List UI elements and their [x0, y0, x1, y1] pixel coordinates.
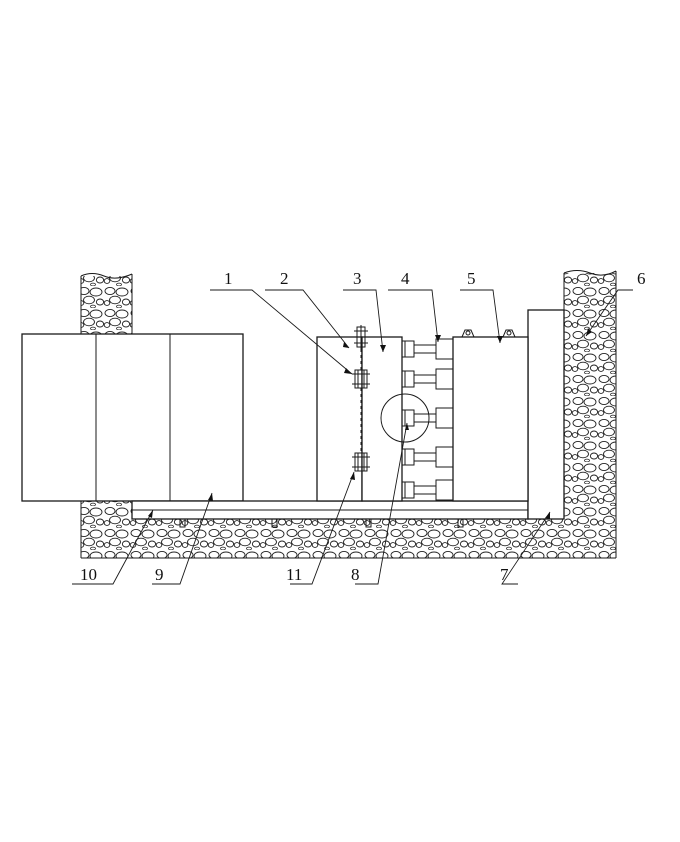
leader-lines	[72, 289, 633, 585]
jack-unit	[401, 446, 454, 468]
soil-left-wall	[80, 273, 133, 334]
jack-unit	[401, 479, 454, 501]
callout-4: 4	[401, 269, 410, 288]
hydraulic-jacks	[401, 338, 454, 501]
reaction-wall	[527, 309, 565, 520]
bolt-upper-middle	[352, 369, 370, 389]
jack-unit	[401, 368, 454, 390]
jack-frame-block	[452, 329, 529, 502]
segment-block-3	[361, 336, 403, 502]
bolt-top	[354, 325, 368, 349]
soil-bottom-slab	[80, 270, 617, 559]
callout-7: 7	[500, 565, 509, 584]
segment-block-2	[316, 336, 363, 502]
callout-11: 11	[286, 565, 302, 584]
callout-3: 3	[353, 269, 362, 288]
callout-9: 9	[155, 565, 164, 584]
left-segment-block	[21, 333, 244, 502]
callout-8: 8	[351, 565, 360, 584]
callout-2: 2	[280, 269, 289, 288]
jack-unit	[401, 338, 454, 360]
callout-6: 6	[637, 269, 646, 288]
detail-circle	[380, 393, 430, 443]
bolt-lower-middle	[352, 452, 370, 472]
callout-1: 1	[224, 269, 233, 288]
callout-5: 5	[467, 269, 476, 288]
callout-10: 10	[80, 565, 97, 584]
